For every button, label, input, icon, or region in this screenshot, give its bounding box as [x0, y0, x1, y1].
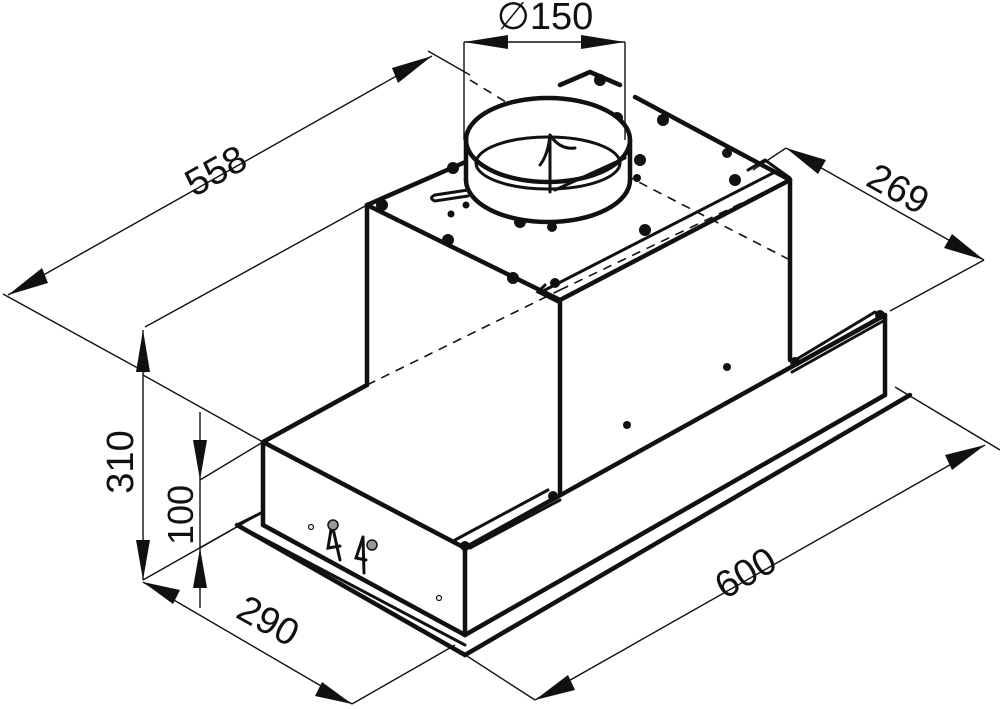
- control-knob-2[interactable]: [354, 535, 378, 575]
- base-depth-label: 290: [230, 588, 306, 655]
- base-height-label: 100: [160, 485, 201, 545]
- control-knob-1[interactable]: [326, 519, 342, 562]
- duct-diameter-label: ∅150: [497, 0, 594, 38]
- chimney-depth-label: 269: [860, 156, 936, 223]
- base-housing: [234, 310, 913, 658]
- dimension-duct-diameter: ∅150: [463, 0, 626, 140]
- depth-558-label: 558: [178, 138, 254, 205]
- control-panel: [307, 519, 443, 602]
- width-label: 600: [708, 540, 784, 608]
- screw-icon: [307, 523, 315, 531]
- duct-collar: [430, 95, 633, 225]
- total-height-label: 310: [100, 430, 142, 493]
- screw-icon: [435, 594, 443, 602]
- dimension-height-100: 100: [160, 412, 264, 608]
